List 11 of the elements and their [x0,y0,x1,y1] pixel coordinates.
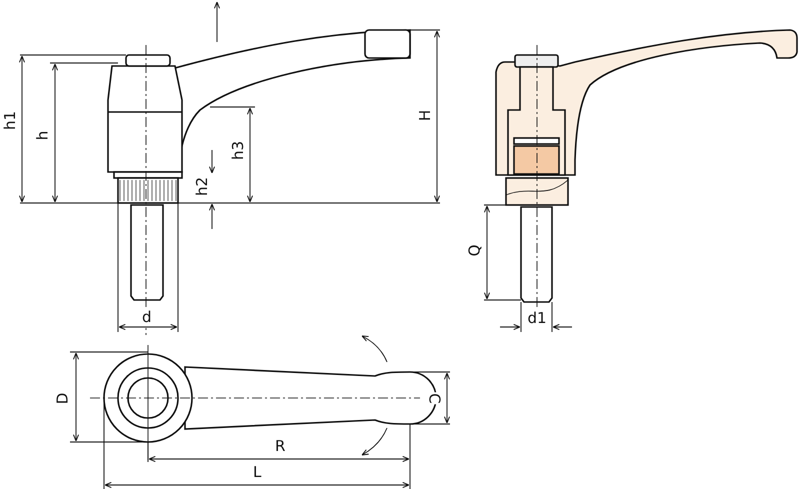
dimension-label: D [55,391,70,405]
dimension-label: d1 [526,310,548,326]
dimension-label: R [274,438,286,454]
dimension-label: h [35,129,50,141]
dimension-label: h1 [2,109,18,131]
dimension-label: h3 [230,139,246,161]
dimension-label: C [426,392,442,404]
dimension-label: Q [467,243,482,257]
dimension-label: d [141,310,153,324]
dimension-label: H [418,108,433,122]
dimension-label: L [252,464,262,480]
